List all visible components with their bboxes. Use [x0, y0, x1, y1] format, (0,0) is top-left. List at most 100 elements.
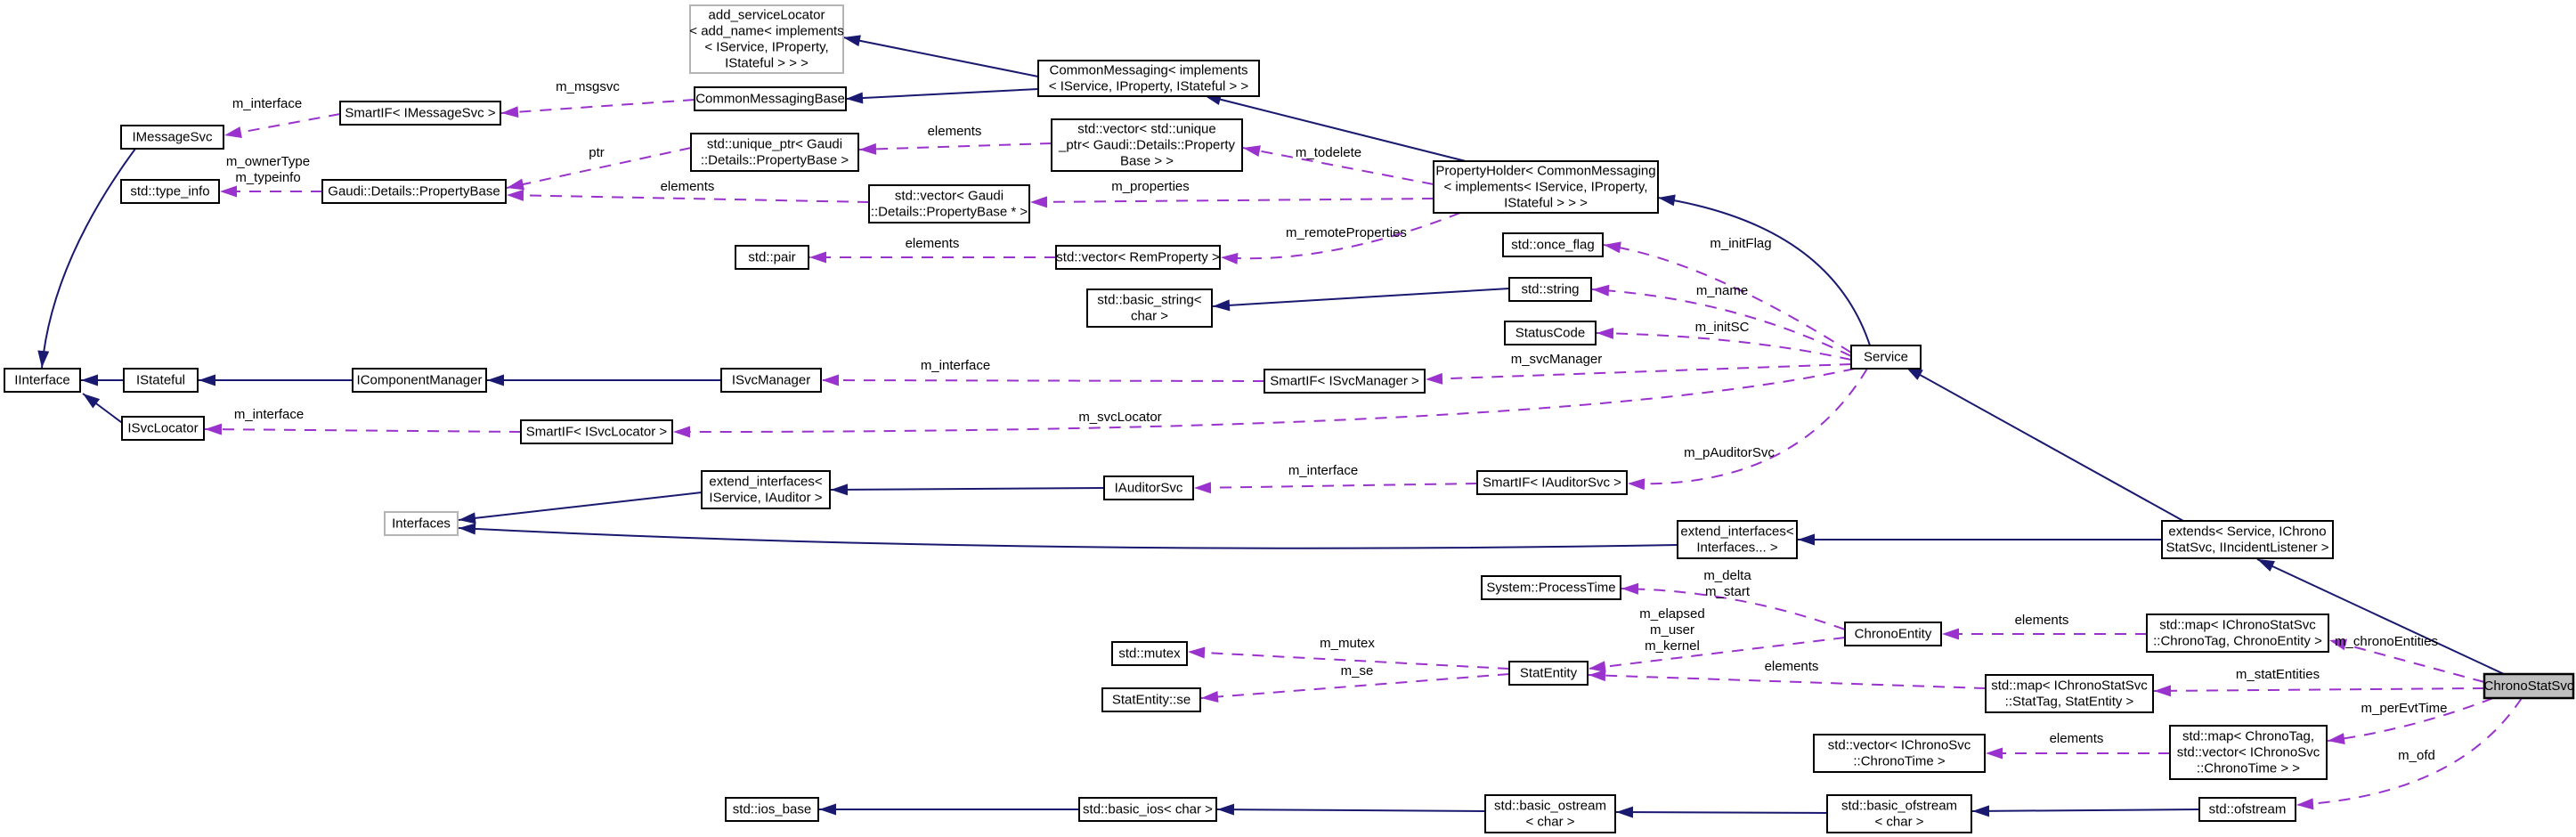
arrowhead	[2328, 733, 2345, 744]
class-node-map_ChronoTag_vector[interactable]: std::map< ChronoTag,std::vector< IChrono…	[2169, 725, 2328, 780]
class-node-std_unique_ptr[interactable]: std::unique_ptr< Gaudi::Details::Propert…	[690, 133, 859, 172]
class-node-Gaudi_PropertyBase[interactable]: Gaudi::Details::PropertyBase	[321, 179, 507, 204]
edge-SmartIF_IMessageSvc-IMessageSvc	[223, 113, 341, 138]
class-node-PropertyHolder[interactable]: PropertyHolder< CommonMessaging< impleme…	[1433, 160, 1659, 214]
node-box[interactable]	[1433, 160, 1659, 214]
edge-ISvcLocator-IInterface	[82, 393, 126, 426]
class-node-std_basic_ofstream[interactable]: std::basic_ofstream< char >	[1826, 794, 1972, 833]
node-box[interactable]	[735, 245, 809, 270]
node-box[interactable]	[725, 797, 819, 822]
class-node-std_basic_string[interactable]: std::basic_string<char >	[1086, 288, 1213, 328]
node-label: StatusCode	[1516, 326, 1585, 341]
node-box[interactable]	[1055, 245, 1221, 270]
class-node-SmartIF_IAuditorSvc[interactable]: SmartIF< IAuditorSvc >	[1476, 470, 1628, 495]
class-node-std_ios_base[interactable]: std::ios_base	[725, 797, 819, 822]
node-box[interactable]	[520, 419, 673, 444]
node-box[interactable]	[1078, 797, 1217, 822]
node-box[interactable]	[1502, 232, 1604, 257]
class-node-SmartIF_ISvcManager[interactable]: SmartIF< ISvcManager >	[1264, 369, 1426, 394]
class-node-ChronoEntity[interactable]: ChronoEntity	[1844, 622, 1942, 646]
inheritance-edge-line	[845, 88, 1039, 100]
node-box[interactable]	[1677, 520, 1798, 559]
edge-CommonMessagingBase-SmartIF_IMessageSvc	[500, 99, 695, 118]
class-node-ISvcManager[interactable]: ISvcManager	[720, 368, 822, 393]
node-box[interactable]	[2198, 797, 2296, 822]
node-box[interactable]	[720, 368, 822, 393]
class-node-std_ofstream[interactable]: std::ofstream	[2198, 797, 2296, 822]
node-box[interactable]	[2169, 725, 2328, 780]
class-node-std_mutex[interactable]: std::mutex	[1111, 641, 1188, 666]
node-box[interactable]	[4, 368, 81, 393]
usage-edge-line	[821, 379, 1265, 382]
node-box[interactable]	[1481, 575, 1621, 600]
class-node-std_pair[interactable]: std::pair	[735, 245, 809, 270]
node-box[interactable]	[1844, 622, 1942, 646]
node-box[interactable]	[1508, 661, 1589, 686]
node-box[interactable]	[1826, 794, 1972, 833]
class-node-std_basic_ios[interactable]: std::basic_ios< char >	[1078, 797, 1217, 822]
class-node-std_basic_ostream[interactable]: std::basic_ostream< char >	[1484, 794, 1616, 833]
node-box[interactable]	[1103, 475, 1194, 500]
node-box[interactable]	[690, 133, 859, 172]
class-node-map_StatTag_StatEntity[interactable]: std::map< IChronoStatSvc::StatTag, StatE…	[1985, 674, 2154, 713]
node-box[interactable]	[1504, 321, 1597, 345]
node-box[interactable]	[120, 179, 220, 204]
class-node-std_vector_unique_ptr[interactable]: std::vector< std::unique_ptr< Gaudi::Det…	[1051, 118, 1243, 172]
class-node-IMessageSvc[interactable]: IMessageSvc	[120, 125, 224, 150]
class-node-ISvcLocator[interactable]: ISvcLocator	[121, 416, 205, 441]
node-box[interactable]	[120, 125, 224, 150]
arrowhead	[1217, 803, 1235, 816]
class-node-IInterface[interactable]: IInterface	[4, 368, 81, 393]
class-node-std_type_info[interactable]: std::type_info	[120, 179, 220, 204]
class-node-map_ChronoTag_ChronoEntity[interactable]: std::map< IChronoStatSvc::ChronoTag, Chr…	[2146, 614, 2329, 653]
node-box[interactable]	[1484, 794, 1616, 833]
node-box[interactable]	[1985, 674, 2154, 713]
node-box[interactable]	[321, 179, 507, 204]
class-node-std_vector_ChronoTime[interactable]: std::vector< IChronoSvc::ChronoTime >	[1813, 734, 1986, 773]
class-node-IAuditorSvc[interactable]: IAuditorSvc	[1103, 475, 1194, 500]
node-box[interactable]	[352, 368, 487, 393]
node-box[interactable]	[1037, 60, 1260, 97]
class-node-CommonMessagingBase[interactable]: CommonMessagingBase	[694, 86, 847, 111]
edge-IStateful-IInterface	[81, 374, 124, 386]
class-node-IStateful[interactable]: IStateful	[123, 368, 199, 393]
class-node-SmartIF_ISvcLocator[interactable]: SmartIF< ISvcLocator >	[520, 419, 673, 444]
node-box[interactable]	[701, 470, 831, 509]
node-box[interactable]	[1508, 277, 1592, 302]
node-box[interactable]	[1476, 470, 1628, 495]
node-box[interactable]	[123, 368, 199, 393]
arrowhead	[2329, 638, 2348, 651]
node-box[interactable]	[2161, 520, 2334, 559]
node-box[interactable]	[1111, 641, 1188, 666]
node-box[interactable]	[121, 416, 205, 441]
class-node-extend_interfaces_Interfaces[interactable]: extend_interfaces<Interfaces... >	[1677, 520, 1798, 559]
edge-ChronoStatSvc-map_ChronoTag_ChronoEntity	[2328, 638, 2485, 683]
node-box[interactable]	[1051, 118, 1243, 172]
class-node-std_once_flag[interactable]: std::once_flag	[1502, 232, 1604, 257]
class-node-StatEntity[interactable]: StatEntity	[1508, 661, 1589, 686]
class-node-StatusCode[interactable]: StatusCode	[1504, 321, 1597, 345]
class-node-extend_interfaces_IService_IAuditor[interactable]: extend_interfaces<IService, IAuditor >	[701, 470, 831, 509]
node-box[interactable]	[694, 86, 847, 111]
class-node-Service[interactable]: Service	[1850, 345, 1922, 370]
class-node-IComponentManager[interactable]: IComponentManager	[352, 368, 487, 393]
node-box[interactable]	[1086, 288, 1213, 328]
edge-IAuditorSvc-extend_interfaces_IService_IAuditor	[830, 484, 1105, 496]
class-node-std_vector_PropertyBase[interactable]: std::vector< Gaudi::Details::PropertyBas…	[868, 184, 1030, 223]
node-box[interactable]	[868, 184, 1030, 223]
edge-SmartIF_ISvcLocator-ISvcLocator	[204, 423, 522, 435]
class-node-System_ProcessTime[interactable]: System::ProcessTime	[1481, 575, 1621, 600]
class-node-std_string[interactable]: std::string	[1508, 277, 1592, 302]
node-box[interactable]	[1101, 687, 1201, 712]
class-node-StatEntity_se[interactable]: StatEntity::se	[1101, 687, 1201, 712]
node-box[interactable]	[339, 101, 501, 126]
node-box[interactable]	[2146, 614, 2329, 653]
class-node-std_vector_RemProperty[interactable]: std::vector< RemProperty >	[1055, 245, 1221, 270]
node-box[interactable]	[1813, 734, 1986, 773]
node-box[interactable]	[1264, 369, 1426, 394]
class-node-SmartIF_IMessageSvc[interactable]: SmartIF< IMessageSvc >	[339, 101, 501, 126]
node-box[interactable]	[1850, 345, 1922, 370]
class-node-CommonMessaging[interactable]: CommonMessaging< implements< IService, I…	[1037, 60, 1260, 97]
node-label: std::string	[1521, 282, 1579, 297]
